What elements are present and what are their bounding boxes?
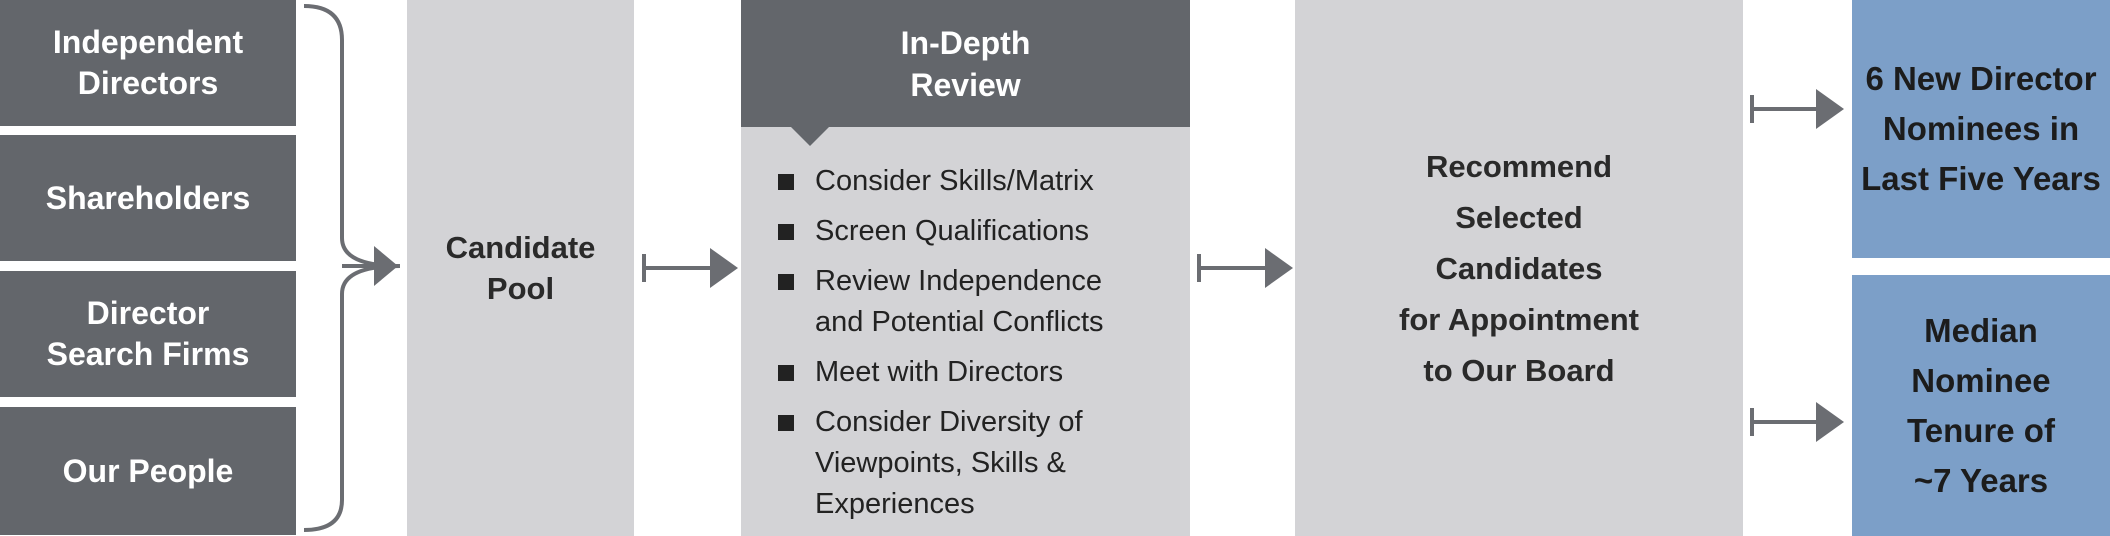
bullet-square-icon (778, 274, 794, 290)
outcome-label: Median Nominee Tenure of ~7 Years (1907, 311, 2055, 499)
review-item: Meet with Directors (778, 352, 1185, 393)
outcome-median-tenure: Median Nominee Tenure of ~7 Years (1852, 275, 2110, 536)
bullet-square-icon (778, 174, 794, 190)
review-item: Review Independence and Potential Confli… (778, 261, 1185, 343)
outcome-label: 6 New Director Nominees in Last Five Yea… (1861, 60, 2101, 197)
source-label: Independent Directors (52, 24, 244, 101)
review-title: In-Depth Review (900, 24, 1031, 103)
source-independent-directors: Independent Directors (0, 0, 296, 126)
recommend-box: Recommend Selected Candidates for Appoin… (1295, 0, 1743, 536)
candidate-pool-box: Candidate Pool (407, 0, 634, 536)
recommend-label: Recommend Selected Candidates for Appoin… (1399, 148, 1639, 388)
arrow-to-recommend (1197, 248, 1293, 288)
source-director-search-firms: Director Search Firms (0, 271, 296, 397)
review-item: Consider Diversity of Viewpoints, Skills… (778, 402, 1185, 525)
review-header-pointer (790, 126, 830, 146)
review-list: Consider Skills/Matrix Screen Qualificat… (778, 161, 1185, 534)
arrow-to-review (642, 248, 738, 288)
source-label: Our People (62, 452, 234, 489)
outcome-new-directors: 6 New Director Nominees in Last Five Yea… (1852, 0, 2110, 258)
arrow-to-outcome-1 (1750, 89, 1844, 129)
arrow-to-outcome-2 (1750, 402, 1844, 442)
source-label: Director Search Firms (46, 295, 250, 372)
source-label: Shareholders (45, 179, 251, 216)
bullet-square-icon (778, 415, 794, 431)
review-item: Screen Qualifications (778, 211, 1185, 252)
candidate-pool-label: Candidate Pool (445, 230, 596, 306)
bullet-square-icon (778, 365, 794, 381)
review-item: Consider Skills/Matrix (778, 161, 1185, 202)
source-our-people: Our People (0, 407, 296, 535)
review-header: In-Depth Review (741, 0, 1190, 127)
bracket-arrow (303, 4, 400, 532)
source-shareholders: Shareholders (0, 135, 296, 261)
bullet-square-icon (778, 224, 794, 240)
